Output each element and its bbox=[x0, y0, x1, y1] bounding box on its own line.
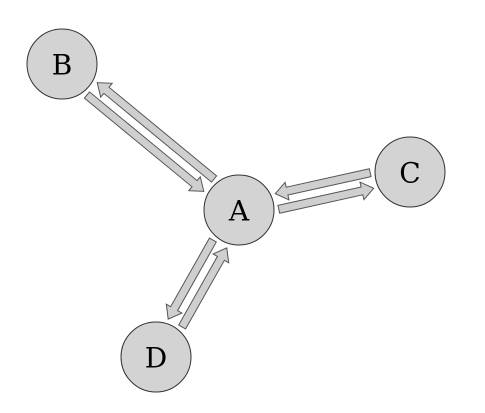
node-d-label: D bbox=[145, 342, 167, 375]
node-c-label: C bbox=[399, 157, 420, 190]
arrow-a-to-b bbox=[96, 82, 218, 183]
node-c-circle bbox=[374, 136, 446, 208]
node-b-circle bbox=[26, 28, 98, 100]
arrow-a-to-c bbox=[277, 181, 375, 214]
arrow-b-to-a bbox=[83, 91, 205, 192]
node-a: A bbox=[203, 174, 275, 246]
arrow-a-to-d bbox=[165, 237, 217, 320]
node-c: C bbox=[374, 136, 446, 208]
node-d-circle bbox=[120, 321, 192, 393]
node-a-circle bbox=[203, 174, 275, 246]
node-d: D bbox=[120, 321, 192, 393]
arrow-d-to-a bbox=[178, 247, 230, 330]
arrow-c-to-a bbox=[274, 168, 372, 201]
edges-layer bbox=[83, 82, 375, 330]
node-a-label: A bbox=[228, 195, 250, 228]
node-b-label: B bbox=[52, 49, 73, 82]
node-b: B bbox=[26, 28, 98, 100]
